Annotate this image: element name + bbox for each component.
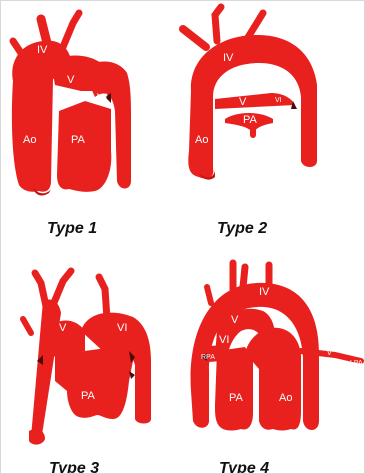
type-1-label-v: V: [67, 74, 75, 86]
type-2-branch-vessel: [183, 29, 206, 47]
type-2-caption: Type 2: [217, 220, 267, 237]
type-3-caption: Type 3: [49, 460, 99, 473]
type-1-label-ao: Ao: [23, 134, 36, 146]
type-4-label-lpa: LPA: [350, 360, 363, 367]
type-4-label-iv: IV: [259, 286, 270, 298]
type-4-label-v: V: [231, 314, 239, 326]
type-2-label-ao: Ao: [195, 134, 208, 146]
type-3-label-vi: VI: [117, 322, 127, 334]
type-4-label-ao: Ao: [279, 392, 292, 404]
type-3-branch-vessel: [99, 277, 107, 319]
type-4-label-v2: V: [327, 350, 332, 357]
panel-type-1: IV V VI Ao PA Type 1: [12, 13, 131, 237]
type-1-vessels: [12, 13, 131, 195]
type-4-branch-vessel: [207, 287, 211, 303]
type-2-branch-vessel: [215, 7, 221, 41]
type-1-label-vi: VI: [97, 92, 107, 104]
type-4-aorta: [245, 328, 301, 431]
panel-type-2: IV V VI Ao PA Type 2: [183, 7, 317, 237]
type-3-pulmonary-artery: [55, 345, 133, 419]
type-3-label-pa: PA: [81, 390, 96, 402]
type-4-label-pa: PA: [229, 392, 244, 404]
type-3-branch-vessel: [23, 319, 31, 333]
type-1-branch-vessel: [63, 13, 79, 47]
type-2-label-iv: IV: [223, 52, 234, 64]
panel-type-3: V VI Ao PA Type 3: [23, 271, 151, 473]
type-1-label-iv: IV: [37, 44, 48, 56]
type-4-label-rpa: RPA: [201, 354, 215, 361]
type-4-vessels: [191, 263, 361, 431]
type-3-vessels: [23, 271, 151, 445]
type-1-pulmonary-artery: [57, 101, 111, 192]
type-3-branch-vessel: [53, 271, 71, 305]
type-4-label-vi: VI: [219, 334, 229, 346]
type-2-arch-v: [215, 93, 295, 109]
type-3-label-ao: Ao: [25, 400, 34, 407]
type-4-caption: Type 4: [219, 460, 269, 473]
type-2-vessels: [183, 7, 317, 180]
type-2-label-pa: PA: [243, 114, 258, 126]
type-3-aorta-root: [29, 429, 45, 445]
type-4-branch-vessel: [243, 267, 245, 287]
type-2-label-vi: VI: [275, 97, 282, 104]
type-1-label-pa: PA: [71, 134, 86, 146]
type-3-label-v: V: [59, 322, 67, 334]
panel-type-4: IV V VI RPA PA Ao V LPA Type 4: [191, 263, 363, 473]
type-1-caption: Type 1: [47, 220, 97, 237]
type-2-label-v: V: [239, 96, 247, 108]
